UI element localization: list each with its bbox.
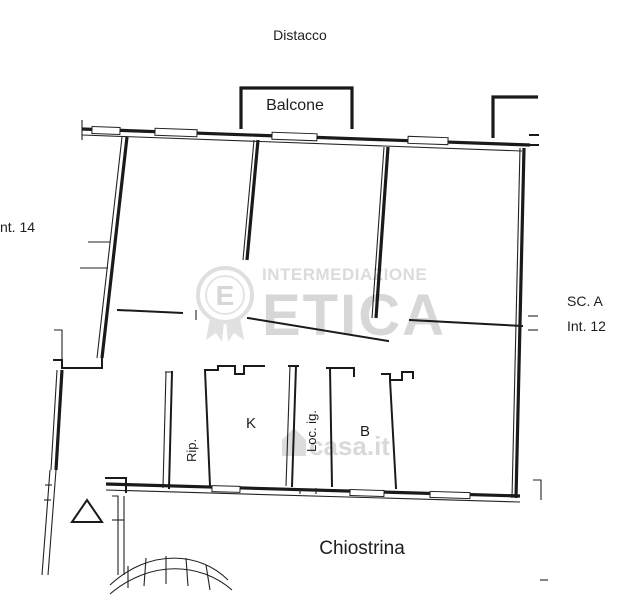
balcone-label: Balcone [266, 97, 324, 114]
int12-label: Int. 12 [567, 318, 606, 334]
agency-watermark-line1: INTERMEDIAZIONE [262, 265, 427, 284]
chiostrina-label: Chiostrina [319, 538, 405, 559]
stair-arrow-icon [70, 498, 104, 523]
int14-label: nt. 14 [0, 219, 35, 235]
sca-label: SC. A [567, 293, 603, 309]
agency-logo-icon: E [196, 266, 254, 342]
kitchen-label: K [246, 415, 256, 432]
distacco-label: Distacco [273, 27, 327, 43]
walls [41, 86, 548, 595]
bathroom-label: B [360, 423, 370, 440]
ripostiglio-label: Rip. [184, 439, 199, 462]
labels: Distacco Balcone nt. 14 SC. A Int. 12 K … [0, 27, 606, 559]
agency-watermark: E INTERMEDIAZIONE ETICA [196, 265, 446, 348]
portal-watermark: casa.it [282, 428, 390, 461]
portal-watermark-text: casa.it [309, 431, 390, 461]
agency-watermark-line2: ETICA [262, 283, 446, 348]
locale-igienico-label: Loc. ig. [304, 410, 319, 452]
agency-logo-letter: E [216, 280, 235, 311]
